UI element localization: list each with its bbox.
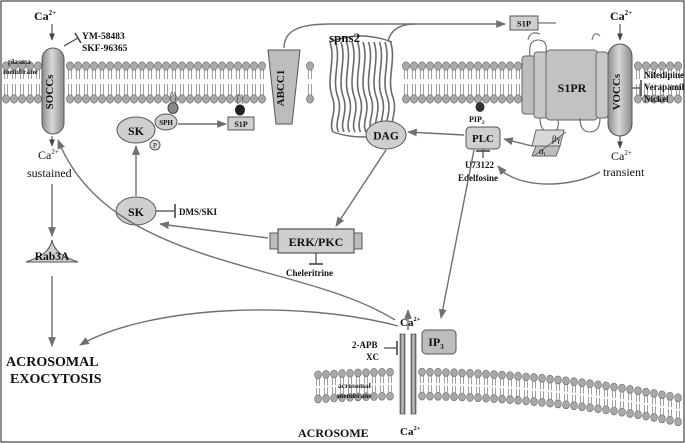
- g-protein: αi βγ: [531, 129, 567, 158]
- socc-inhibition-bar: [74, 32, 82, 44]
- sph-tail: [169, 91, 177, 103]
- erk-pkc-left-tab: [269, 232, 279, 250]
- pip2-headgroup: [475, 102, 485, 112]
- s1pr-label: S1PR: [558, 81, 587, 95]
- inhibitor-verapamil: Verapamil: [644, 82, 685, 92]
- plc-to-ip3-arrow: [438, 149, 475, 319]
- dag-node: [365, 120, 407, 150]
- ca-acrosome-bottom: Ca2+: [400, 425, 421, 438]
- inhibitor-skf96365: SKF-96365: [82, 44, 128, 54]
- ca-acrosome-top: Ca2+: [400, 316, 421, 329]
- dag-to-erk-arrow: [335, 149, 387, 227]
- sph-label: SPH: [159, 119, 173, 127]
- spns2-label: spns2: [329, 30, 360, 45]
- ca-transient: Ca2+: [611, 149, 632, 163]
- phospho-node: [149, 139, 161, 151]
- s1p-tail: [236, 93, 244, 105]
- inhibitor-nifedipine: Nifedipine: [644, 70, 684, 80]
- dag-label: DAG: [373, 131, 399, 143]
- vocc-channel: VOCCs: [607, 43, 633, 137]
- abcc1-label: ABCC1: [275, 70, 287, 107]
- acrosome-label: ACROSOME: [298, 426, 369, 440]
- abcc1-export-arrow: [283, 20, 506, 49]
- sk-top-label: SK: [128, 124, 145, 138]
- plasma-membrane: [2, 61, 682, 104]
- ca-top-left: Ca2+: [34, 9, 56, 23]
- socc-inhibition-line: [63, 37, 79, 47]
- abcc1-transporter: ABCC1: [267, 49, 301, 125]
- inhibitor-dms-ski: DMS/SKI: [179, 207, 218, 217]
- phospho-label: P: [153, 142, 157, 150]
- store-depletion-to-soccs-arrow: [57, 139, 396, 321]
- erk-pkc-node: [277, 228, 355, 254]
- rab3a-node: [25, 239, 79, 263]
- ca-release-to-exocytosis-arrow: [79, 309, 399, 346]
- ca-top-right: Ca2+: [610, 9, 632, 23]
- s1pr-receptor: S1PR: [521, 32, 609, 133]
- s1p-top-label: S1P: [517, 19, 531, 29]
- rab3a-label: Rab3A: [35, 251, 70, 263]
- plc-label: PLC: [472, 133, 494, 145]
- ip3-receptor-channel: [399, 333, 417, 415]
- sk-mid-label: SK: [128, 205, 145, 219]
- inhibitor-u73122: U73122: [465, 160, 494, 170]
- acrosomal-membrane-label-1: acrosomal: [338, 381, 371, 390]
- pip2-label: PIP2: [469, 115, 485, 126]
- ip3-node: [421, 329, 457, 355]
- s1p-inner-label: S1P: [234, 120, 247, 129]
- ip3-label: IP3: [428, 335, 444, 351]
- exocytosis-label-2: EXOCYTOSIS: [10, 372, 102, 387]
- socc-channel: SOCCs: [41, 47, 65, 135]
- sph-headgroup: [167, 102, 179, 114]
- plasma-membrane-label-2: membrane: [3, 67, 38, 76]
- inhibitor-nickel: Nickel: [644, 94, 669, 104]
- spns2-export-line: [387, 23, 416, 43]
- plasma-membrane-label-1: plasma: [8, 57, 31, 66]
- gprotein-to-plc-arrow: [503, 137, 533, 147]
- transient-to-plc-arrow: [497, 165, 601, 185]
- inhibitor-xc: XC: [366, 352, 379, 362]
- inhibitor-2apb: 2-APB: [352, 340, 378, 350]
- exocytosis-label-1: ACROSOMAL: [6, 355, 99, 370]
- sph-node: [154, 113, 178, 131]
- alpha-i-label: αi: [539, 146, 546, 158]
- beta-gamma-label: βγ: [552, 134, 561, 144]
- inhibitor-ym58483: YM-58483: [82, 32, 125, 42]
- inhibitor-edelfosine: Edelfosine: [458, 173, 498, 183]
- ca-sustained: Ca2+: [38, 148, 59, 162]
- erk-pkc-right-tab: [353, 232, 363, 250]
- inhibitor-cheleritrine: Cheleritrine: [286, 268, 333, 278]
- plc-to-dag-arrow: [407, 128, 465, 137]
- erk-pkc-label: ERK/PKC: [289, 235, 344, 249]
- acrosomal-membrane-bilayer: [314, 367, 682, 427]
- s1p-headgroup: [235, 104, 245, 116]
- soccs-label: SOCCs: [44, 74, 56, 110]
- erk-to-sk-arrow: [159, 221, 269, 239]
- sustained-label: sustained: [27, 166, 72, 180]
- transient-label: transient: [603, 165, 645, 179]
- sk-top-node: [116, 116, 156, 144]
- voccs-label: VOCCs: [611, 73, 623, 110]
- s1p-intracellular-box: [227, 116, 255, 131]
- acrosomal-membrane-label-2: membrane: [337, 391, 372, 400]
